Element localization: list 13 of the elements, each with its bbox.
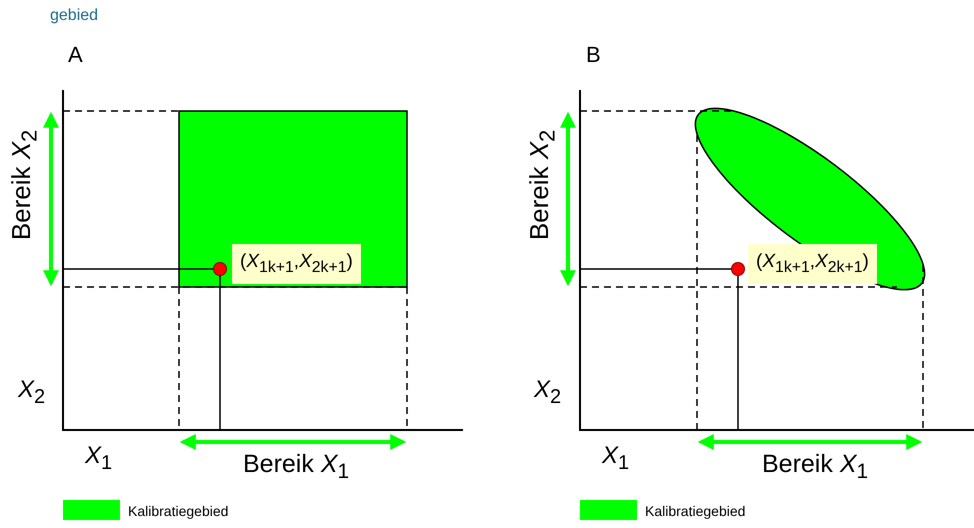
axis-title: Bereik X$_{1}$	[762, 452, 868, 483]
axis-label: X$_{1}$	[85, 444, 112, 473]
axis-label: X$_{2}$	[534, 378, 562, 407]
panel-letter: B	[586, 44, 601, 66]
axis-label: X$_{2}$	[18, 378, 46, 407]
legend-label: Kalibratiegebied	[128, 504, 228, 518]
axis-label: X$_{1}$	[602, 444, 630, 473]
point-label: (X$_{1k+1}$,X$_{2k+1}$)	[232, 244, 361, 284]
legend-label: Kalibratiegebied	[645, 504, 746, 518]
axis-title: Bereik X$_{1}$	[243, 452, 350, 483]
point-label: (X$_{1k+1}$,X$_{2k+1}$)	[748, 244, 877, 284]
panel-letter: A	[68, 44, 83, 66]
section-heading: gebied	[50, 8, 98, 24]
